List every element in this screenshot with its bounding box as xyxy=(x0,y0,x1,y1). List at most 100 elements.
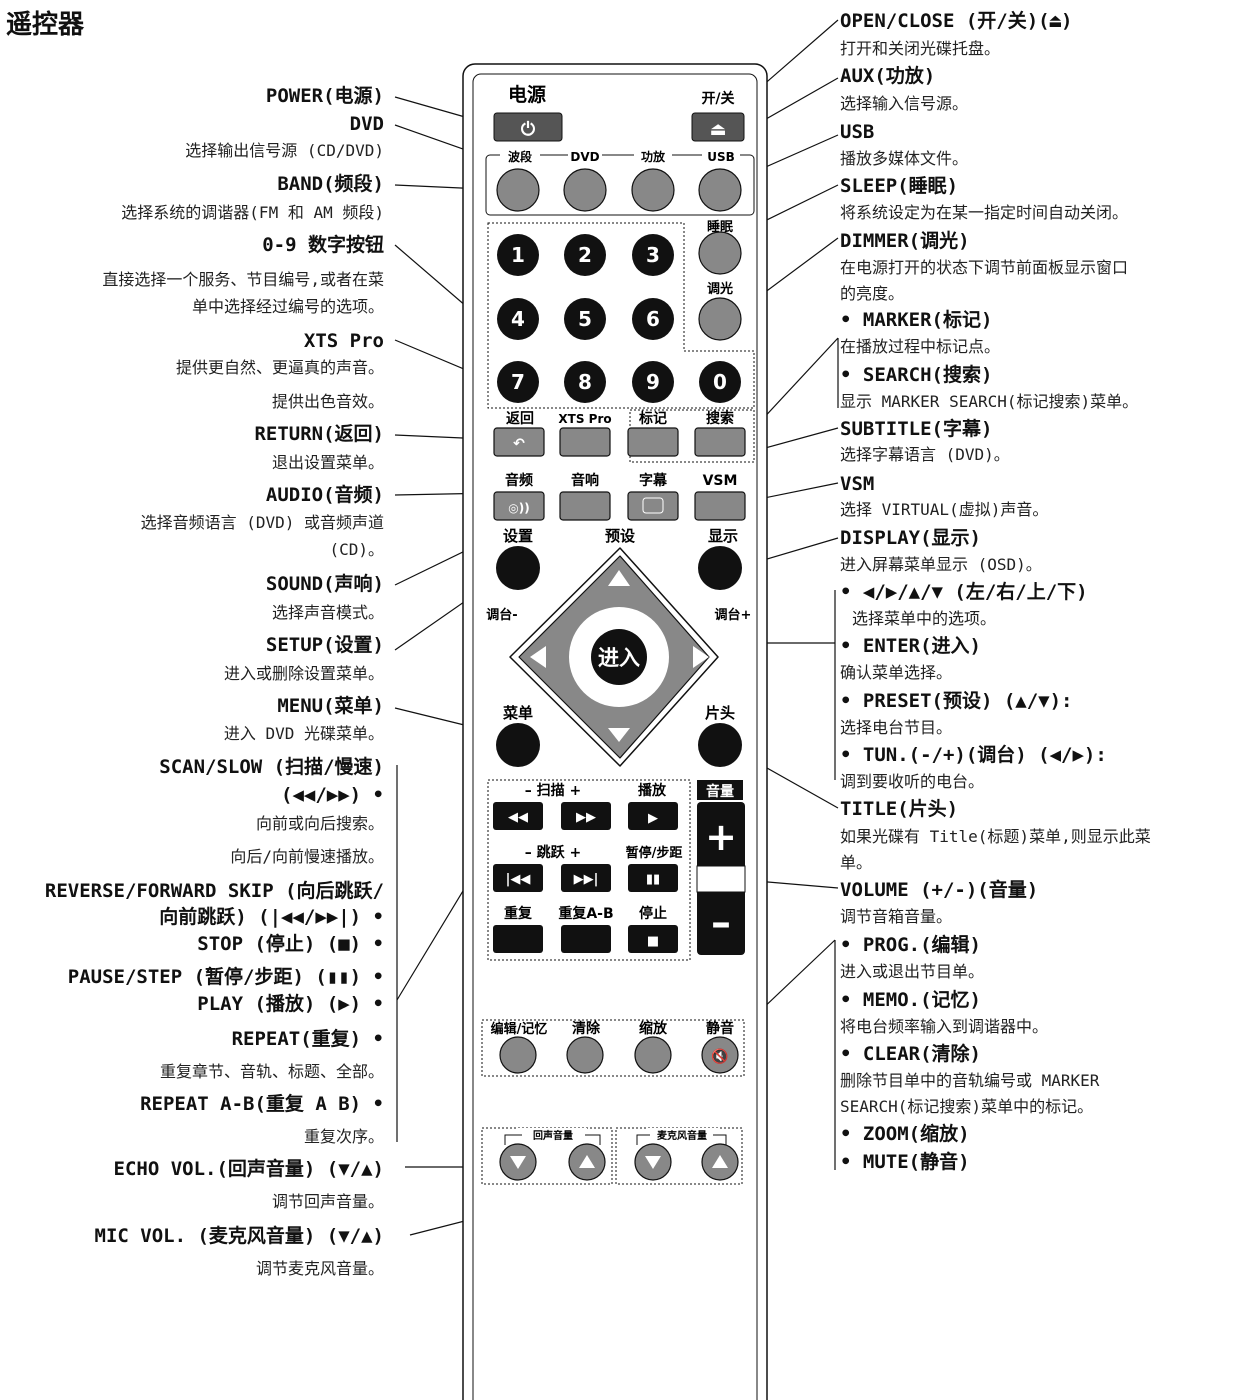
enter-heading: • ENTER(进入) xyxy=(840,635,981,657)
band-label: 波段 xyxy=(508,149,533,164)
sleep-desc: 将系统设定为在某一指定时间自动关闭。 xyxy=(840,203,1129,222)
up-arrow-icon xyxy=(608,570,630,586)
sleep-heading: SLEEP(睡眠) xyxy=(840,175,959,197)
mic-vol-heading: MIC VOL. (麦克风音量) (▼/▲) xyxy=(94,1225,384,1247)
pause-label: 暂停/步距 xyxy=(626,845,683,861)
return-desc: 退出设置菜单。 xyxy=(271,453,384,472)
mute-icon: 🔇 xyxy=(711,1048,728,1065)
return-label: 返回 xyxy=(506,410,534,427)
volume-heading: VOLUME (+/-)(音量) xyxy=(840,879,1039,901)
echo-vol-label: 回声音量 xyxy=(533,1129,573,1142)
setup-label: 设置 xyxy=(503,527,533,545)
preset-label: 预设 xyxy=(605,527,635,545)
echo-vol-heading: ECHO VOL.(回声音量) (▼/▲) xyxy=(113,1158,384,1180)
subtitle-desc: 选择字幕语言 (DVD)。 xyxy=(840,445,1010,464)
digit-8-label: 8 xyxy=(578,370,592,394)
memo-desc: 将电台频率输入到调谐器中。 xyxy=(840,1017,1049,1036)
title-key-heading: TITLE(片头) xyxy=(840,798,959,820)
mic-vol-desc: 调节麦克风音量。 xyxy=(255,1259,384,1278)
number-buttons-desc-2: 单中选择经过编号的选项。 xyxy=(191,297,384,316)
enter-desc: 确认菜单选择。 xyxy=(840,663,953,682)
dimmer-desc-1: 在电源打开的状态下调节前面板显示窗口 xyxy=(840,258,1129,277)
dimmer-heading: DIMMER(调光) xyxy=(840,230,970,252)
menu-heading: MENU(菜单) xyxy=(277,695,384,717)
sound-label: 音响 xyxy=(571,472,599,489)
audio-label: 音频 xyxy=(505,472,533,489)
fast-forward-icon: ▶▶ xyxy=(576,810,596,825)
display-label: 显示 xyxy=(708,527,738,545)
setup-heading: SETUP(设置) xyxy=(265,634,384,656)
scan-heading-2: (◀◀/▶▶) • xyxy=(281,784,384,806)
clear-desc-2: SEARCH(标记搜索)菜单中的标记。 xyxy=(840,1097,1094,1116)
search-label: 搜索 xyxy=(706,410,734,427)
dimmer-label: 调光 xyxy=(707,281,733,297)
setup-desc: 进入或删除设置菜单。 xyxy=(223,664,384,683)
subtitle-label: 字幕 xyxy=(639,472,668,489)
down-arrow-icon xyxy=(608,728,630,742)
digit-3-label: 3 xyxy=(646,243,660,267)
power-label: 电源 xyxy=(508,83,546,106)
aux-label: 功放 xyxy=(641,149,666,164)
usb-desc: 播放多媒体文件。 xyxy=(840,149,969,168)
skip-heading-2: 向前跳跃) (|◀◀/▶▶|) • xyxy=(159,906,384,928)
digit-0-label: 0 xyxy=(713,370,727,394)
arrows-desc: 选择菜单中的选项。 xyxy=(852,609,997,628)
skip-label: – 跳跃 + xyxy=(525,844,581,861)
repeat-ab-label: 重复A-B xyxy=(558,905,613,922)
power-icon: ⏻ xyxy=(521,119,536,140)
return-heading: RETURN(返回) xyxy=(254,423,384,445)
dvd-desc: 选择输出信号源 (CD/DVD) xyxy=(185,141,384,160)
audio-heading: AUDIO(音频) xyxy=(265,484,384,506)
usb-label: USB xyxy=(707,150,735,164)
repeat-heading: REPEAT(重复) • xyxy=(231,1028,384,1050)
page-title: 遥控器 xyxy=(6,10,85,40)
stop-icon: ■ xyxy=(647,934,659,949)
stop-heading: STOP (停止) (■) • xyxy=(197,933,384,955)
title-key-desc-2: 单。 xyxy=(840,853,873,872)
xts-desc-1: 提供更自然、更逼真的声音。 xyxy=(175,358,384,377)
right-arrow-icon xyxy=(693,646,709,668)
scan-label: – 扫描 + xyxy=(525,782,581,799)
scan-heading-1: SCAN/SLOW (扫描/慢速) xyxy=(159,756,384,778)
repeat-ab-heading: REPEAT A-B(重复 A B) • xyxy=(140,1093,384,1115)
subtitle-heading: SUBTITLE(字幕) xyxy=(840,418,993,440)
band-desc: 选择系统的调谐器(FM 和 AM 频段) xyxy=(121,203,384,222)
aux-heading: AUX(功放) xyxy=(840,65,936,87)
audio-desc-1: 选择音频语言 (DVD) 或音频声道 xyxy=(140,513,384,532)
sleep-label: 睡眠 xyxy=(707,219,733,235)
zoom-heading: • ZOOM(缩放) xyxy=(840,1123,970,1145)
menu-label: 菜单 xyxy=(502,704,533,722)
echo-up-icon xyxy=(579,1155,595,1168)
marker-label: 标记 xyxy=(638,410,667,427)
enter-label: 进入 xyxy=(598,646,640,670)
pause-heading: PAUSE/STEP (暂停/步距) (▮▮) • xyxy=(67,966,384,988)
dvd-heading: DVD xyxy=(349,113,384,135)
repeat-ab-desc: 重复次序。 xyxy=(303,1127,384,1146)
xts-label: XTS Pro xyxy=(558,412,611,426)
vsm-label: VSM xyxy=(703,473,738,489)
audio-icon: ◎)) xyxy=(508,501,529,515)
zoom-label: 缩放 xyxy=(639,1020,668,1037)
clear-desc-1: 删除节目单中的音轨编号或 MARKER xyxy=(840,1071,1100,1090)
open-close-heading: OPEN/CLOSE (开/关)(⏏) xyxy=(840,10,1073,32)
skip-back-icon: |◀◀ xyxy=(506,872,531,887)
prog-heading: • PROG.(编辑) xyxy=(840,934,981,956)
title-key-desc-1: 如果光碟有 Title(标题)菜单,则显示此菜 xyxy=(840,827,1151,846)
search-heading: • SEARCH(搜索) xyxy=(840,364,993,386)
tune-desc: 调到要收听的电台。 xyxy=(840,772,985,791)
vsm-desc: 选择 VIRTUAL(虚拟)声音。 xyxy=(840,500,1049,519)
usb-heading: USB xyxy=(840,121,875,143)
play-icon: ▶ xyxy=(648,811,658,826)
number-buttons-heading: 0-9 数字按钮 xyxy=(262,234,384,256)
prog-desc: 进入或退出节目单。 xyxy=(840,962,985,981)
vsm-heading: VSM xyxy=(840,473,875,495)
volume-label: 音量 xyxy=(706,783,734,800)
digit-9-label: 9 xyxy=(646,370,660,394)
clear-label: 清除 xyxy=(572,1020,601,1037)
digit-5-label: 5 xyxy=(578,307,592,331)
open-close-desc: 打开和关闭光碟托盘。 xyxy=(840,39,1001,58)
echo-vol-desc: 调节回声音量。 xyxy=(271,1192,384,1211)
mic-down-icon xyxy=(645,1156,661,1169)
echo-down-icon xyxy=(510,1156,526,1169)
